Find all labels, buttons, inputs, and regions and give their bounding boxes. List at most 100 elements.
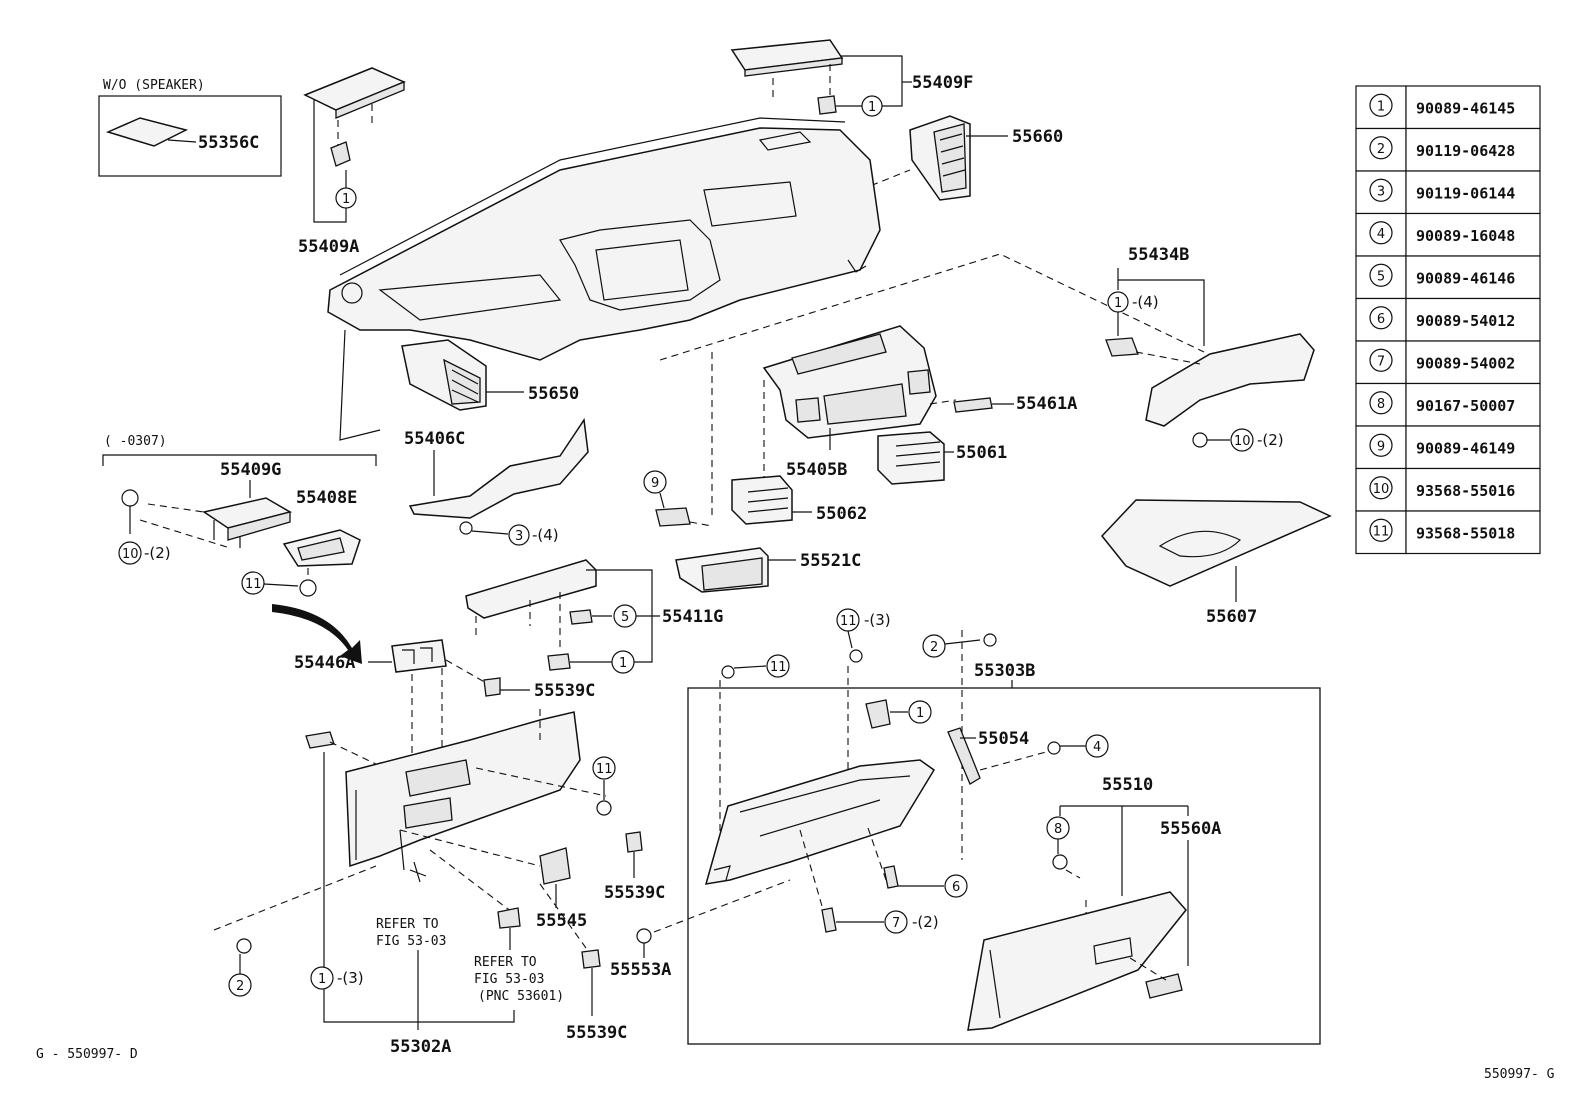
clip-55409F — [817, 95, 837, 115]
screw-11-d — [849, 649, 863, 663]
label-55660[interactable]: 55660 — [1012, 127, 1063, 147]
insulator-55607 — [1101, 499, 1332, 587]
table-ref-number: 8 — [1377, 397, 1385, 412]
table-part-number[interactable]: 93568-55018 — [1416, 524, 1515, 542]
label-55409G[interactable]: 55409G — [220, 460, 281, 480]
label-55539C-b[interactable]: 55539C — [604, 883, 665, 903]
callout-2-b[interactable] — [228, 973, 252, 997]
label-55560A[interactable]: 55560A — [1160, 819, 1221, 839]
table-ref-number: 1 — [1377, 99, 1385, 114]
footer-left: G - 550997- D — [36, 1047, 138, 1062]
callout-1-h[interactable] — [908, 700, 932, 724]
callout-1-a[interactable] — [335, 187, 357, 209]
clip-1-c — [305, 731, 335, 749]
label-55408E[interactable]: 55408E — [296, 488, 357, 508]
svg-text:-(4): -(4) — [1132, 293, 1159, 311]
callout-11-c[interactable] — [592, 756, 616, 780]
cushion-7 — [821, 907, 837, 933]
svg-text:6: 6 — [952, 880, 960, 895]
table-part-number[interactable]: 93568-55016 — [1416, 482, 1515, 500]
label-55061[interactable]: 55061 — [956, 443, 1007, 463]
clip-55539C-c — [581, 949, 601, 969]
clip-5 — [569, 609, 593, 625]
cluster-opening — [559, 219, 721, 311]
callout-6[interactable] — [944, 874, 968, 898]
table-ref-circle — [1369, 263, 1393, 287]
callout-10-b[interactable] — [1230, 428, 1254, 452]
table-ref-number: 9 — [1377, 439, 1385, 454]
label-55409F[interactable]: 55409F — [912, 73, 973, 93]
garnish-55411G — [465, 559, 597, 619]
label-55607[interactable]: 55607 — [1206, 607, 1257, 627]
table-part-number[interactable]: 90167-50007 — [1416, 397, 1515, 415]
bolt-10-a — [121, 489, 139, 507]
svg-text:3: 3 — [515, 529, 523, 544]
callout-10-g[interactable] — [118, 541, 142, 565]
box-55521C-group: 55521C — [675, 547, 861, 593]
switch-55446A-group: 55446A 55539C — [294, 639, 595, 760]
panel-55434B — [1145, 333, 1315, 427]
label-55650[interactable]: 55650 — [528, 384, 579, 404]
svg-text:11: 11 — [840, 614, 857, 629]
label-55302A[interactable]: 55302A — [390, 1037, 451, 1057]
label-55411G[interactable]: 55411G — [662, 607, 723, 627]
table-ref-number: 10 — [1373, 482, 1390, 497]
svg-text:1: 1 — [1114, 296, 1122, 311]
lower-panel-55302A — [345, 711, 581, 868]
label-55062[interactable]: 55062 — [816, 504, 867, 524]
callout-7[interactable] — [884, 910, 908, 934]
callout-1-c[interactable] — [310, 966, 334, 990]
svg-text:4: 4 — [1093, 740, 1101, 755]
table-ref-circle — [1369, 433, 1393, 457]
clip-53601 — [497, 907, 521, 929]
label-55461A[interactable]: 55461A — [1016, 394, 1077, 414]
label-55409A[interactable]: 55409A — [298, 237, 359, 257]
label-55553A[interactable]: 55553A — [610, 960, 671, 980]
reinforcement-55406C — [408, 417, 589, 519]
table-part-number[interactable]: 90089-46145 — [1416, 99, 1515, 117]
table-part-number[interactable]: 90119-06144 — [1416, 184, 1515, 202]
table-part-number[interactable]: 90089-46146 — [1416, 269, 1515, 287]
label-55434B[interactable]: 55434B — [1128, 245, 1189, 265]
label-55446A[interactable]: 55446A — [294, 653, 355, 673]
callout-11-a[interactable] — [241, 571, 265, 595]
damper-55054 — [947, 727, 981, 785]
label-55545[interactable]: 55545 — [536, 911, 587, 931]
callout-9[interactable] — [643, 470, 667, 494]
label-55521C[interactable]: 55521C — [800, 551, 861, 571]
vent-55660-group: 55660 — [859, 115, 1063, 201]
label-55405B[interactable]: 55405B — [786, 460, 847, 480]
callout-4[interactable] — [1085, 734, 1109, 758]
svg-text:-(2): -(2) — [912, 913, 939, 931]
label-55539C-a[interactable]: 55539C — [534, 681, 595, 701]
table-partno-cell — [1405, 340, 1541, 385]
bolt-2-b — [236, 938, 252, 954]
screw-11-b — [721, 665, 735, 679]
svg-text:1: 1 — [619, 656, 627, 671]
table-ref-number: 7 — [1377, 354, 1385, 369]
callout-1-g[interactable] — [611, 650, 635, 674]
label-55406C[interactable]: 55406C — [404, 429, 465, 449]
table-part-number[interactable]: 90089-54012 — [1416, 312, 1515, 330]
footer-right: 550997- G — [1484, 1067, 1555, 1082]
label-55356C[interactable]: 55356C — [198, 133, 259, 153]
table-part-number[interactable]: 90089-16048 — [1416, 227, 1515, 245]
callout-3[interactable] — [508, 524, 530, 546]
table-part-number[interactable]: 90089-46149 — [1416, 439, 1515, 457]
table-part-number[interactable]: 90119-06428 — [1416, 142, 1515, 160]
svg-text:1: 1 — [868, 100, 876, 115]
label-55303B[interactable]: 55303B — [974, 661, 1035, 681]
callout-11-b[interactable] — [766, 654, 790, 678]
label-55054[interactable]: 55054 — [978, 729, 1029, 749]
label-55539C-c[interactable]: 55539C — [566, 1023, 627, 1043]
clip-55434B — [1105, 337, 1139, 357]
pad-55356C — [105, 117, 189, 147]
callout-2-a[interactable] — [922, 634, 946, 658]
svg-text:1: 1 — [342, 192, 350, 207]
label-55510[interactable]: 55510 — [1102, 775, 1153, 795]
table-part-number[interactable]: 90089-54002 — [1416, 354, 1515, 372]
svg-text:1: 1 — [318, 972, 326, 987]
refer-note-2-line1: REFER TO — [474, 955, 537, 970]
refer-note-1-line2: FIG 53-03 — [376, 934, 446, 949]
